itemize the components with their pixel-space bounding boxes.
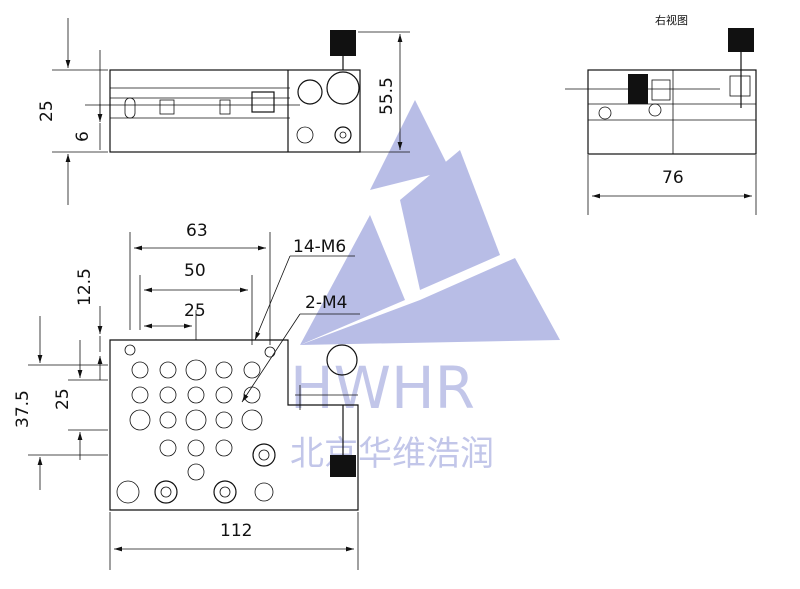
dim-25-left: 25 xyxy=(37,100,57,122)
top-view xyxy=(109,339,359,511)
dim-76: 76 xyxy=(662,168,684,188)
watermark-brand: HWHR xyxy=(290,354,475,422)
hole-grid xyxy=(116,344,276,504)
dim-50: 50 xyxy=(184,261,206,281)
dim-25-top: 25 xyxy=(184,301,206,321)
right-view xyxy=(565,28,757,155)
dim-25-side: 25 xyxy=(53,388,73,410)
dim-6: 6 xyxy=(73,131,93,142)
knob-icon xyxy=(330,30,356,56)
knob-icon-bottom xyxy=(330,455,356,477)
right-view-title: 右视图 xyxy=(655,13,688,27)
label-14-m6: 14-M6 xyxy=(293,237,346,257)
label-2-m4: 2-M4 xyxy=(305,293,347,313)
watermark-logo xyxy=(300,100,560,345)
dim-55-5: 55.5 xyxy=(377,77,397,115)
front-view xyxy=(85,30,361,153)
dim-12-5: 12.5 xyxy=(75,268,95,306)
watermark-company: 北京华维浩润 xyxy=(290,434,494,474)
dim-63: 63 xyxy=(186,221,208,241)
dim-112: 112 xyxy=(220,521,252,541)
dim-37-5: 37.5 xyxy=(13,390,33,428)
